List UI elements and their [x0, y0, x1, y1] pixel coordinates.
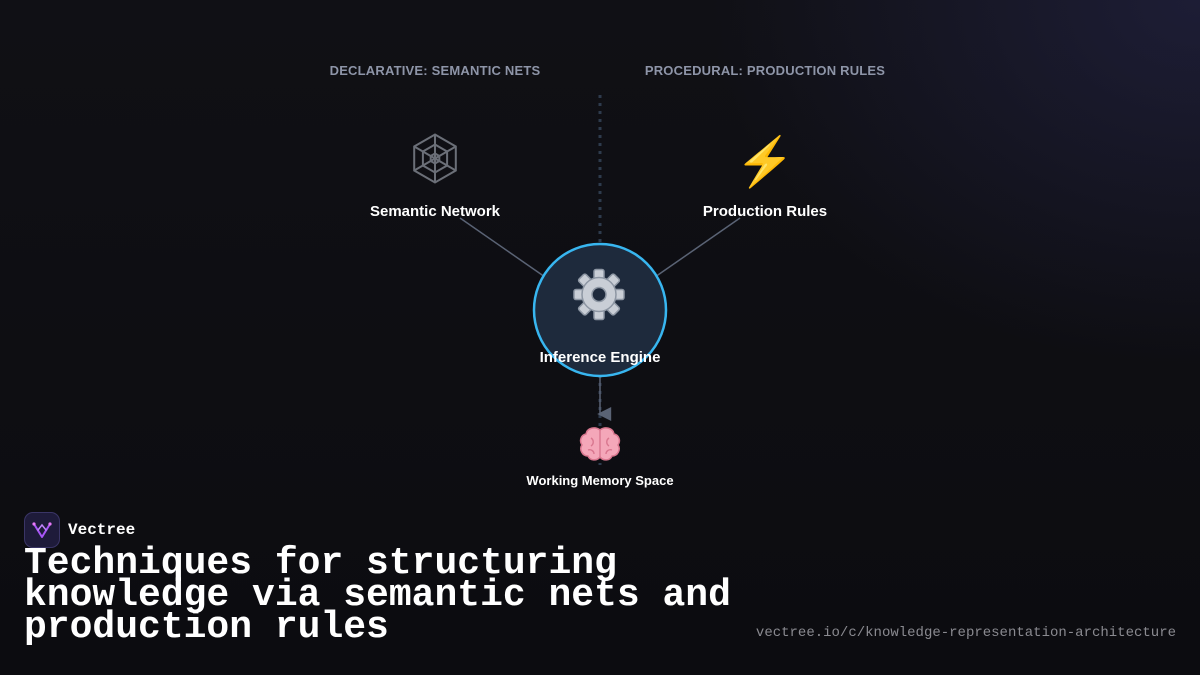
gear-icon	[572, 268, 626, 331]
brain-icon	[579, 423, 621, 471]
lightning-icon: ⚡	[735, 136, 795, 189]
section-label-declarative: DECLARATIVE: SEMANTIC NETS	[329, 63, 541, 78]
vectree-logo-icon	[24, 512, 60, 548]
brand: Vectree	[24, 512, 135, 548]
semantic-network-label: Semantic Network	[369, 203, 501, 220]
connector-semantic-to-engine	[459, 217, 546, 278]
working-memory-label: Working Memory Space	[526, 473, 674, 488]
spider-web-icon	[408, 132, 462, 195]
page-title: Techniques for structuring knowledge via…	[24, 542, 731, 649]
production-rules-label: Production Rules	[702, 203, 828, 220]
connector-rules-to-engine	[654, 217, 741, 278]
brand-name: Vectree	[68, 521, 136, 539]
inference-engine-label: Inference Engine	[539, 349, 661, 366]
source-url: vectree.io/c/knowledge-representation-ar…	[755, 625, 1176, 641]
section-label-procedural: PROCEDURAL: PRODUCTION RULES	[644, 63, 886, 78]
